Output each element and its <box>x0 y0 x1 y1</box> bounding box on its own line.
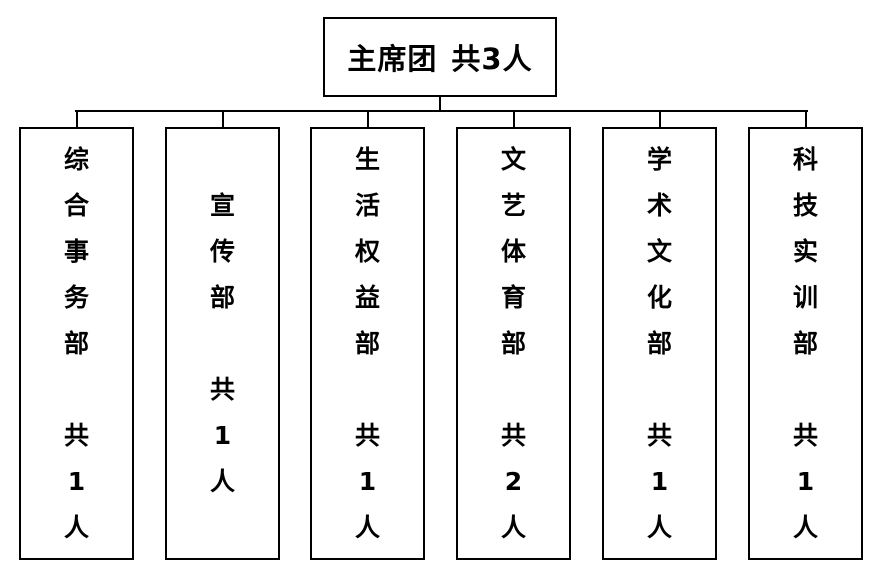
department-box: 生活权益部共 1 人 <box>310 127 425 560</box>
department-vertical-text: 生活权益部共 1 人 <box>312 129 423 558</box>
department-name-char: 部 <box>500 328 526 358</box>
branch-line <box>659 110 661 127</box>
department-name-char: 益 <box>354 282 380 312</box>
department-count-char: 共 <box>792 420 818 450</box>
department-name: 科技实训部 <box>793 137 818 367</box>
presidium-box: 主席团 共3人 <box>323 17 557 97</box>
department-name-char: 科 <box>792 144 818 174</box>
branch-line <box>513 110 515 127</box>
department-name-char: 合 <box>63 190 89 220</box>
department-name-char: 体 <box>500 236 526 266</box>
department-name-char: 部 <box>792 328 818 358</box>
department-count-char: 共 <box>500 420 526 450</box>
department-name-char: 事 <box>63 236 89 266</box>
bus-line <box>75 110 808 112</box>
department-count-char: 1 <box>213 420 232 450</box>
department-name-char: 传 <box>209 236 235 266</box>
branch-line <box>76 110 78 127</box>
department-vertical-text: 学术文化部共 1 人 <box>604 129 715 558</box>
department-count-char: 1 <box>67 466 86 496</box>
department-name-char: 部 <box>209 282 235 312</box>
department-count-char: 2 <box>504 466 523 496</box>
department-name: 综合事务部 <box>64 137 89 367</box>
department-name-char: 实 <box>792 236 818 266</box>
department-count: 共 1 人 <box>647 413 672 551</box>
department-count-char: 人 <box>792 512 818 542</box>
department-box: 科技实训部共 1 人 <box>748 127 863 560</box>
department-name-char: 活 <box>354 190 380 220</box>
department-count: 共 2 人 <box>501 413 526 551</box>
branch-line <box>222 110 224 127</box>
department-name-char: 育 <box>500 282 526 312</box>
department-count-char: 共 <box>646 420 672 450</box>
department-count: 共 1 人 <box>793 413 818 551</box>
department-name-char: 部 <box>646 328 672 358</box>
department-name: 生活权益部 <box>355 137 380 367</box>
department-name-char: 化 <box>646 282 672 312</box>
department-name-char: 学 <box>646 144 672 174</box>
department-name: 文艺体育部 <box>501 137 526 367</box>
department-name-char: 生 <box>354 144 380 174</box>
department-name-char: 训 <box>792 282 818 312</box>
department-name-char: 综 <box>63 144 89 174</box>
department-count-char: 共 <box>63 420 89 450</box>
department-name-char: 技 <box>792 190 818 220</box>
department-name: 宣传部 <box>210 183 235 321</box>
trunk-line <box>439 97 441 112</box>
department-count-char: 人 <box>646 512 672 542</box>
department-count-char: 人 <box>354 512 380 542</box>
department-count: 共 1 人 <box>64 413 89 551</box>
branch-line <box>805 110 807 127</box>
department-name-char: 部 <box>354 328 380 358</box>
department-name-char: 术 <box>646 190 672 220</box>
department-name: 学术文化部 <box>647 137 672 367</box>
department-name-char: 务 <box>63 282 89 312</box>
department-count-char: 共 <box>354 420 380 450</box>
presidium-count: 共3人 <box>451 42 533 76</box>
department-count-char: 1 <box>796 466 815 496</box>
department-name-char: 权 <box>354 236 380 266</box>
department-vertical-text: 文艺体育部共 2 人 <box>458 129 569 558</box>
department-box: 综合事务部共 1 人 <box>19 127 134 560</box>
department-name-char: 部 <box>63 328 89 358</box>
department-name-char: 宣 <box>209 190 235 220</box>
department-box: 学术文化部共 1 人 <box>602 127 717 560</box>
presidium-title: 主席团 <box>347 42 438 76</box>
department-name-char: 文 <box>500 144 526 174</box>
department-name-char: 艺 <box>500 190 526 220</box>
branch-line <box>367 110 369 127</box>
department-vertical-text: 科技实训部共 1 人 <box>750 129 861 558</box>
department-count-char: 1 <box>358 466 377 496</box>
department-name-char: 文 <box>646 236 672 266</box>
department-count: 共 1 人 <box>210 367 235 505</box>
department-count: 共 1 人 <box>355 413 380 551</box>
department-box: 文艺体育部共 2 人 <box>456 127 571 560</box>
department-count-char: 共 <box>209 374 235 404</box>
department-count-char: 人 <box>500 512 526 542</box>
department-vertical-text: 综合事务部共 1 人 <box>21 129 132 558</box>
department-count-char: 人 <box>63 512 89 542</box>
department-count-char: 1 <box>650 466 669 496</box>
department-box: 宣传部共 1 人 <box>165 127 280 560</box>
department-count-char: 人 <box>209 466 235 496</box>
department-vertical-text: 宣传部共 1 人 <box>167 129 278 558</box>
